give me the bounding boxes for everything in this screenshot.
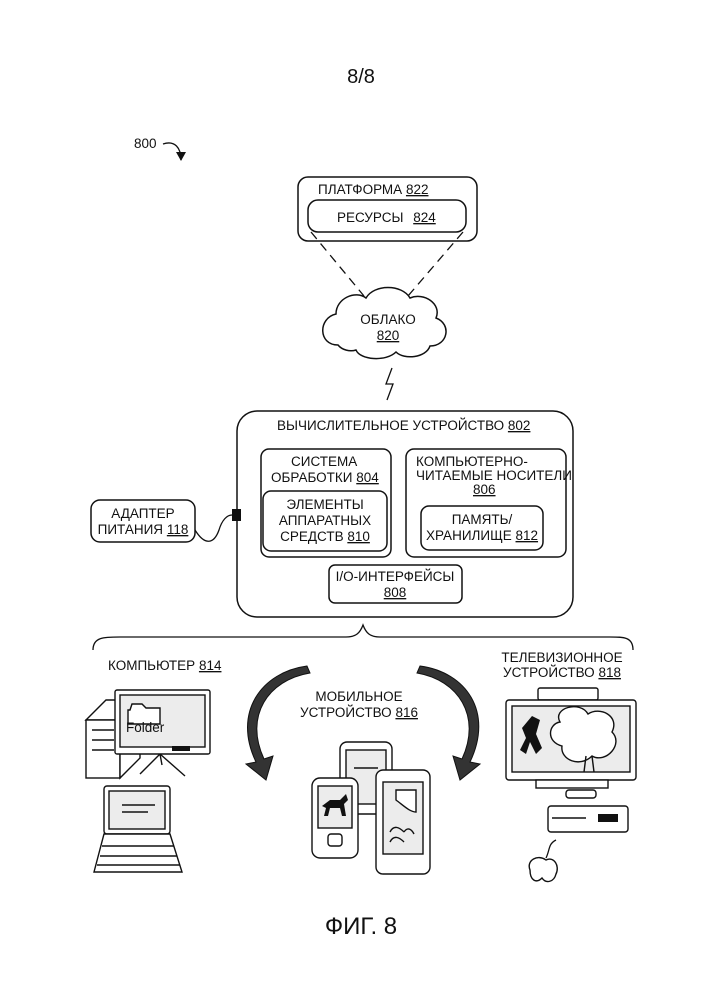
- io-interfaces-label: I/O-ИНТЕРФЕЙСЫ: [336, 569, 455, 584]
- game-controller-icon: [529, 840, 557, 881]
- computer-label: КОМПЬЮТЕР 814: [108, 658, 222, 673]
- cloud-label: ОБЛАКО: [360, 312, 415, 327]
- memory-line1: ПАМЯТЬ/: [452, 512, 513, 527]
- media-line1: КОМПЬЮТЕРНО-: [416, 454, 528, 469]
- platform-label: ПЛАТФОРМА 822: [318, 182, 428, 197]
- smartphone-icon: [376, 770, 430, 874]
- wireless-link-icon: [386, 368, 393, 400]
- device-group-brace: [93, 625, 633, 650]
- io-interfaces-number: 808: [384, 585, 407, 600]
- mobile-phone-icon: [312, 778, 358, 858]
- hardware-elements-line3: СРЕДСТВ 810: [280, 529, 370, 544]
- hardware-elements-line2: АППАРАТНЫХ: [279, 513, 371, 528]
- mobile-label-line1: МОБИЛЬНОЕ: [315, 689, 402, 704]
- media-number: 806: [473, 482, 496, 497]
- hardware-elements-line1: ЭЛЕМЕНТЫ: [286, 497, 363, 512]
- power-cable: [195, 515, 232, 541]
- power-adapter-line2: ПИТАНИЯ 118: [98, 522, 189, 537]
- processing-system-line1: СИСТЕМА: [291, 454, 357, 469]
- memory-line2: ХРАНИЛИЩЕ 812: [426, 528, 538, 543]
- computing-device-label: ВЫЧИСЛИТЕЛЬНОЕ УСТРОЙСТВО 802: [277, 418, 530, 433]
- mobile-label-line2: УСТРОЙСТВО 816: [300, 705, 418, 720]
- page-number: 8/8: [347, 66, 375, 88]
- processing-system-line2: ОБРАБОТКИ 804: [271, 470, 379, 485]
- laptop-icon: [94, 786, 182, 872]
- tv-label-line1: ТЕЛЕВИЗИОННОЕ: [501, 650, 622, 665]
- power-connector-icon: [232, 509, 241, 521]
- resources-label: РЕСУРСЫ 824: [337, 210, 436, 225]
- reference-arrow: [163, 143, 181, 160]
- sync-arrow-right-icon: [417, 666, 480, 780]
- tv-label-line2: УСТРОЙСТВО 818: [503, 665, 621, 680]
- media-line2: ЧИТАЕМЫЕ НОСИТЕЛИ: [416, 468, 572, 483]
- figure-caption: ФИГ. 8: [325, 913, 397, 940]
- power-adapter-line1: АДАПТЕР: [111, 506, 174, 521]
- sync-arrow-left-icon: [246, 666, 310, 780]
- figure-reference-number: 800: [134, 136, 157, 151]
- tv-icon: [506, 688, 636, 832]
- folder-label: Folder: [126, 720, 165, 735]
- cloud-number: 820: [377, 328, 400, 343]
